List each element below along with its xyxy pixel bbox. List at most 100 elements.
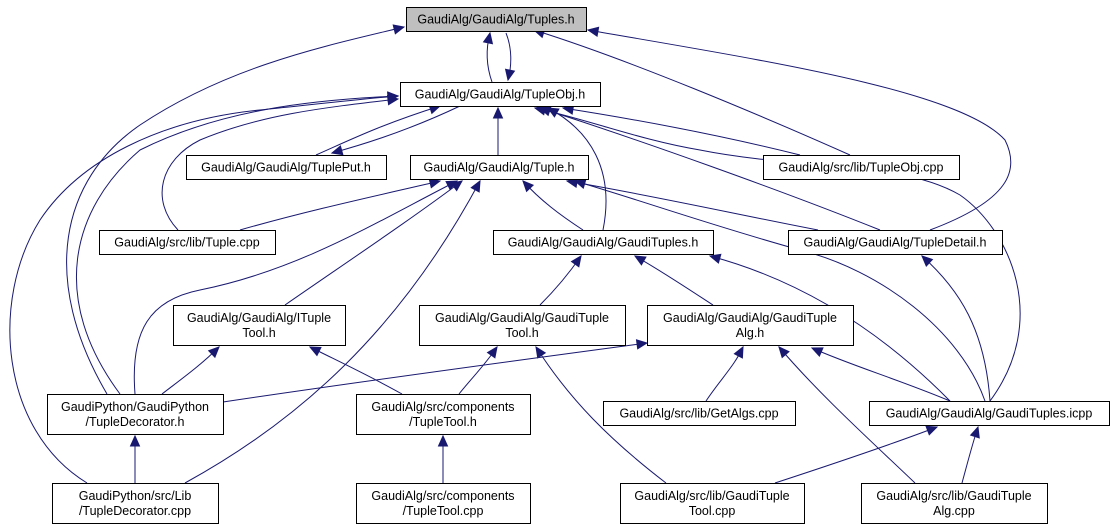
edge-tupleobj_h-to-tuples_h (482, 31, 494, 83)
edge-line (778, 346, 916, 484)
arrowhead-icon (470, 179, 481, 193)
node-label: Tool.h (505, 326, 538, 340)
node-box (647, 305, 854, 346)
arrowhead-icon (437, 434, 449, 447)
node-box (419, 305, 626, 346)
arrowhead-icon (504, 68, 516, 82)
arrowhead-icon (969, 425, 980, 439)
edge-line (284, 180, 463, 306)
node-box (763, 155, 960, 180)
edge-line (9, 95, 399, 484)
arrowhead-icon (570, 255, 582, 268)
node-label: GaudiAlg/GaudiAlg/TupleDetail.h (804, 236, 987, 250)
arrowhead-icon (633, 255, 647, 266)
node-label: GaudiAlg/src/components (371, 489, 514, 503)
node-label: GaudiAlg/GaudiAlg/Tuples.h (417, 13, 574, 27)
edge-line (774, 426, 938, 484)
node-gaudituples-h[interactable]: GaudiAlg/GaudiAlg/GaudiTuples.h (493, 230, 714, 255)
node-label: GaudiAlg/src/lib/GaudiTuple (634, 489, 789, 503)
node-tupleobj-h[interactable]: GaudiAlg/GaudiAlg/TupleObj.h (400, 82, 601, 107)
node-tupleput-h[interactable]: GaudiAlg/GaudiAlg/TuplePut.h (186, 155, 387, 180)
edge-line (331, 105, 461, 154)
node-label: Alg.cpp (933, 504, 975, 518)
edge-gaudituple_tool_h-to-gaudituples_h (539, 255, 582, 306)
node-label: GaudiAlg/GaudiAlg/GaudiTuples.icpp (886, 407, 1093, 421)
arrowhead-icon (708, 253, 722, 264)
node-tupletool-h[interactable]: GaudiAlg/src/components/TupleTool.h (356, 394, 531, 435)
arrowhead-icon (482, 31, 494, 45)
node-label: GaudiAlg/src/lib/GaudiTuple (876, 489, 1031, 503)
node-tupledecorator-h[interactable]: GaudiPython/GaudiPython/TupleDecorator.h (47, 394, 224, 435)
node-label: GaudiAlg/GaudiAlg/ITuple (187, 311, 331, 325)
edge-line (547, 107, 607, 231)
arrowhead-icon (522, 180, 535, 193)
node-tuple-h[interactable]: GaudiAlg/GaudiAlg/Tuple.h (410, 155, 589, 180)
node-box (186, 155, 387, 180)
node-getalgs-cpp[interactable]: GaudiAlg/src/lib/GetAlgs.cpp (603, 401, 796, 426)
node-label: GaudiAlg/GaudiAlg/Tuple.h (423, 161, 574, 175)
edge-tupledecorator_h-to-tuples_h (66, 24, 406, 395)
node-box (788, 230, 1003, 255)
node-label: GaudiAlg/GaudiAlg/GaudiTuple (435, 311, 609, 325)
node-box (400, 82, 601, 107)
arrowhead-icon (486, 346, 498, 359)
node-label: GaudiAlg/src/components (371, 400, 514, 414)
node-label: Tool.h (242, 326, 275, 340)
node-tuple-cpp[interactable]: GaudiAlg/src/lib/Tuple.cpp (99, 230, 276, 255)
node-tupledetail-h[interactable]: GaudiAlg/GaudiAlg/TupleDetail.h (788, 230, 1003, 255)
edge-line (522, 180, 584, 231)
arrowhead-icon (921, 255, 934, 268)
edge-tupledecorator_h-to-ituple_tool_h (161, 346, 220, 395)
arrowhead-icon (533, 105, 547, 116)
edge-tupleobj_cpp-to-tupleobj_h (561, 104, 801, 156)
node-box (603, 401, 796, 426)
edge-tuple_cpp-to-tuple_h (239, 178, 442, 231)
node-tupleobj-cpp[interactable]: GaudiAlg/src/lib/TupleObj.cpp (763, 155, 960, 180)
node-label: GaudiAlg/src/lib/Tuple.cpp (114, 236, 259, 250)
edge-line (574, 180, 986, 402)
edge-line (161, 346, 220, 395)
arrowhead-icon (392, 24, 406, 35)
node-box (869, 401, 1110, 426)
edge-line (535, 346, 667, 484)
node-box (52, 483, 219, 524)
edge-tupletool_h-to-ituple_tool_h (308, 346, 403, 395)
arrowhead-icon (810, 347, 824, 358)
node-box (99, 230, 276, 255)
arrowhead-icon (445, 180, 459, 191)
node-gaudituples-icpp[interactable]: GaudiAlg/GaudiAlg/GaudiTuples.icpp (869, 401, 1110, 426)
edge-tuples_h-to-tupleobj_h (504, 32, 516, 82)
edge-tupleobj_h-to-tupleput_h (330, 105, 461, 156)
edge-tupledetail_h-to-tuples_h (586, 26, 1012, 231)
node-box (47, 394, 224, 435)
arrowhead-icon (586, 26, 600, 37)
edge-gaudituple_tool_cpp-to-gaudituples_icpp (774, 425, 939, 484)
node-label: GaudiAlg/GaudiAlg/GaudiTuples.h (508, 236, 699, 250)
arrowhead-icon (492, 106, 504, 119)
edge-line (239, 180, 441, 231)
arrowhead-icon (573, 178, 587, 190)
node-label: /TupleDecorator.cpp (79, 504, 191, 518)
node-label: Alg.h (736, 326, 765, 340)
edge-gaudituple_alg_h-to-gaudituples_h (633, 255, 714, 306)
edge-line (634, 255, 714, 306)
edge-line (75, 95, 399, 395)
edge-line (315, 105, 441, 156)
node-label: GaudiAlg/GaudiAlg/TuplePut.h (201, 161, 371, 175)
edge-gaudituples_icpp-to-gaudituple_alg_h (810, 347, 951, 402)
edge-gaudituple_alg_cpp-to-gaudituple_alg_h (778, 346, 916, 484)
edge-line (133, 180, 458, 395)
arrowhead-icon (535, 345, 547, 359)
edge-line (533, 29, 851, 156)
node-tupletool-cpp[interactable]: GaudiAlg/src/components/TupleTool.cpp (356, 483, 531, 524)
arrowhead-icon (207, 346, 220, 359)
node-tuples-h[interactable]: GaudiAlg/GaudiAlg/Tuples.h (406, 7, 587, 32)
node-tupledecorator-cpp[interactable]: GaudiPython/src/Lib/TupleDecorator.cpp (52, 483, 219, 524)
node-label: /TupleDecorator.h (86, 415, 185, 429)
